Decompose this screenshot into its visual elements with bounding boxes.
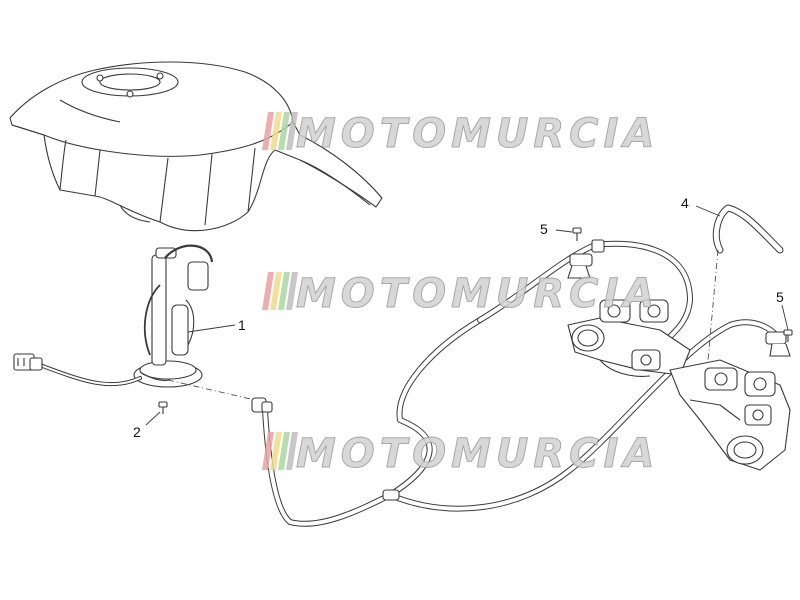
watermark-top: MOTOMURCIA: [262, 111, 659, 158]
hose-clamp-left: [567, 239, 605, 279]
leader-line-4: [695, 205, 721, 217]
watermark-bottom: MOTOMURCIA: [262, 431, 659, 478]
watermark-text: MOTOMURCIA: [296, 111, 659, 157]
leader-line-5a: [555, 229, 573, 233]
pump-wiring-cable: [38, 363, 142, 387]
throttle-body-right: [669, 359, 791, 471]
callout-1: 1: [238, 317, 246, 333]
callout-2: 2: [133, 424, 141, 440]
callout-5-right: 5: [776, 289, 784, 305]
watermark-text: MOTOMURCIA: [296, 431, 659, 477]
watermark-middle: MOTOMURCIA: [262, 271, 659, 318]
assembly-line: [167, 379, 256, 401]
callout-4: 4: [681, 195, 689, 211]
fuel-pump-assembly: [133, 244, 214, 388]
electrical-connector: [13, 353, 43, 371]
watermark-stripes: [262, 112, 298, 150]
clamp-screw-left: [572, 227, 582, 241]
clamp-screw-right: [783, 329, 793, 342]
vent-hose: [712, 204, 784, 254]
assembly-line-vent: [707, 249, 719, 361]
leader-line-5b: [781, 304, 789, 331]
watermark-stripes: [262, 272, 298, 310]
fuel-hose-main: [262, 240, 783, 527]
leader-line-1: [187, 324, 236, 333]
leader-lines: [145, 205, 789, 426]
throttle-body-left: [567, 299, 691, 377]
fuel-tank: [9, 61, 383, 232]
pump-screw: [158, 401, 168, 414]
watermark-text: MOTOMURCIA: [296, 271, 659, 317]
hose-junction: [382, 489, 400, 501]
leader-line-2: [145, 411, 161, 426]
callout-5-left: 5: [540, 221, 548, 237]
hose-clamp-right: [765, 331, 791, 357]
watermark-stripes: [262, 432, 298, 470]
quick-connector: [251, 397, 273, 413]
